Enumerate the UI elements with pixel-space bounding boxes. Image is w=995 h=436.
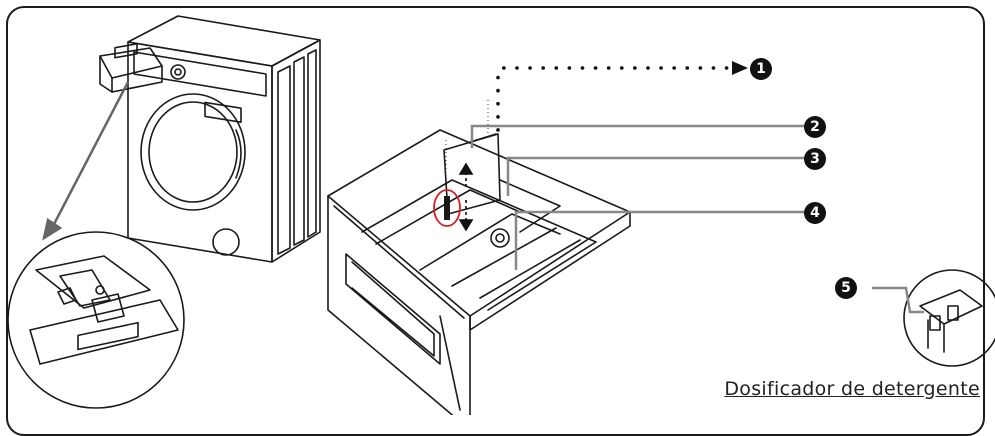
guide-lines (445, 100, 489, 170)
diagram-caption: Dosificador de detergente (724, 378, 980, 400)
highlight-ellipse (433, 189, 461, 227)
leader-1 (496, 61, 748, 132)
up-down-arrows (458, 162, 474, 232)
callout-2: 2 (804, 116, 826, 138)
diagram-canvas: 1 2 3 4 5 Dosificador de detergente (6, 6, 995, 436)
line-illustration (7, 15, 995, 415)
zoom-arrow (42, 81, 130, 241)
callout-1: 1 (750, 58, 772, 80)
callout-5: 5 (835, 277, 857, 299)
washing-machine (99, 15, 321, 263)
callout-3: 3 (804, 148, 826, 170)
leaders-2-3-4 (470, 124, 924, 314)
detergent-drawer (327, 129, 631, 415)
siphon-zoom-circle (903, 269, 995, 367)
callout-4: 4 (804, 202, 826, 224)
drawer-zoom-circle (7, 231, 185, 409)
lever-mark (444, 196, 450, 220)
